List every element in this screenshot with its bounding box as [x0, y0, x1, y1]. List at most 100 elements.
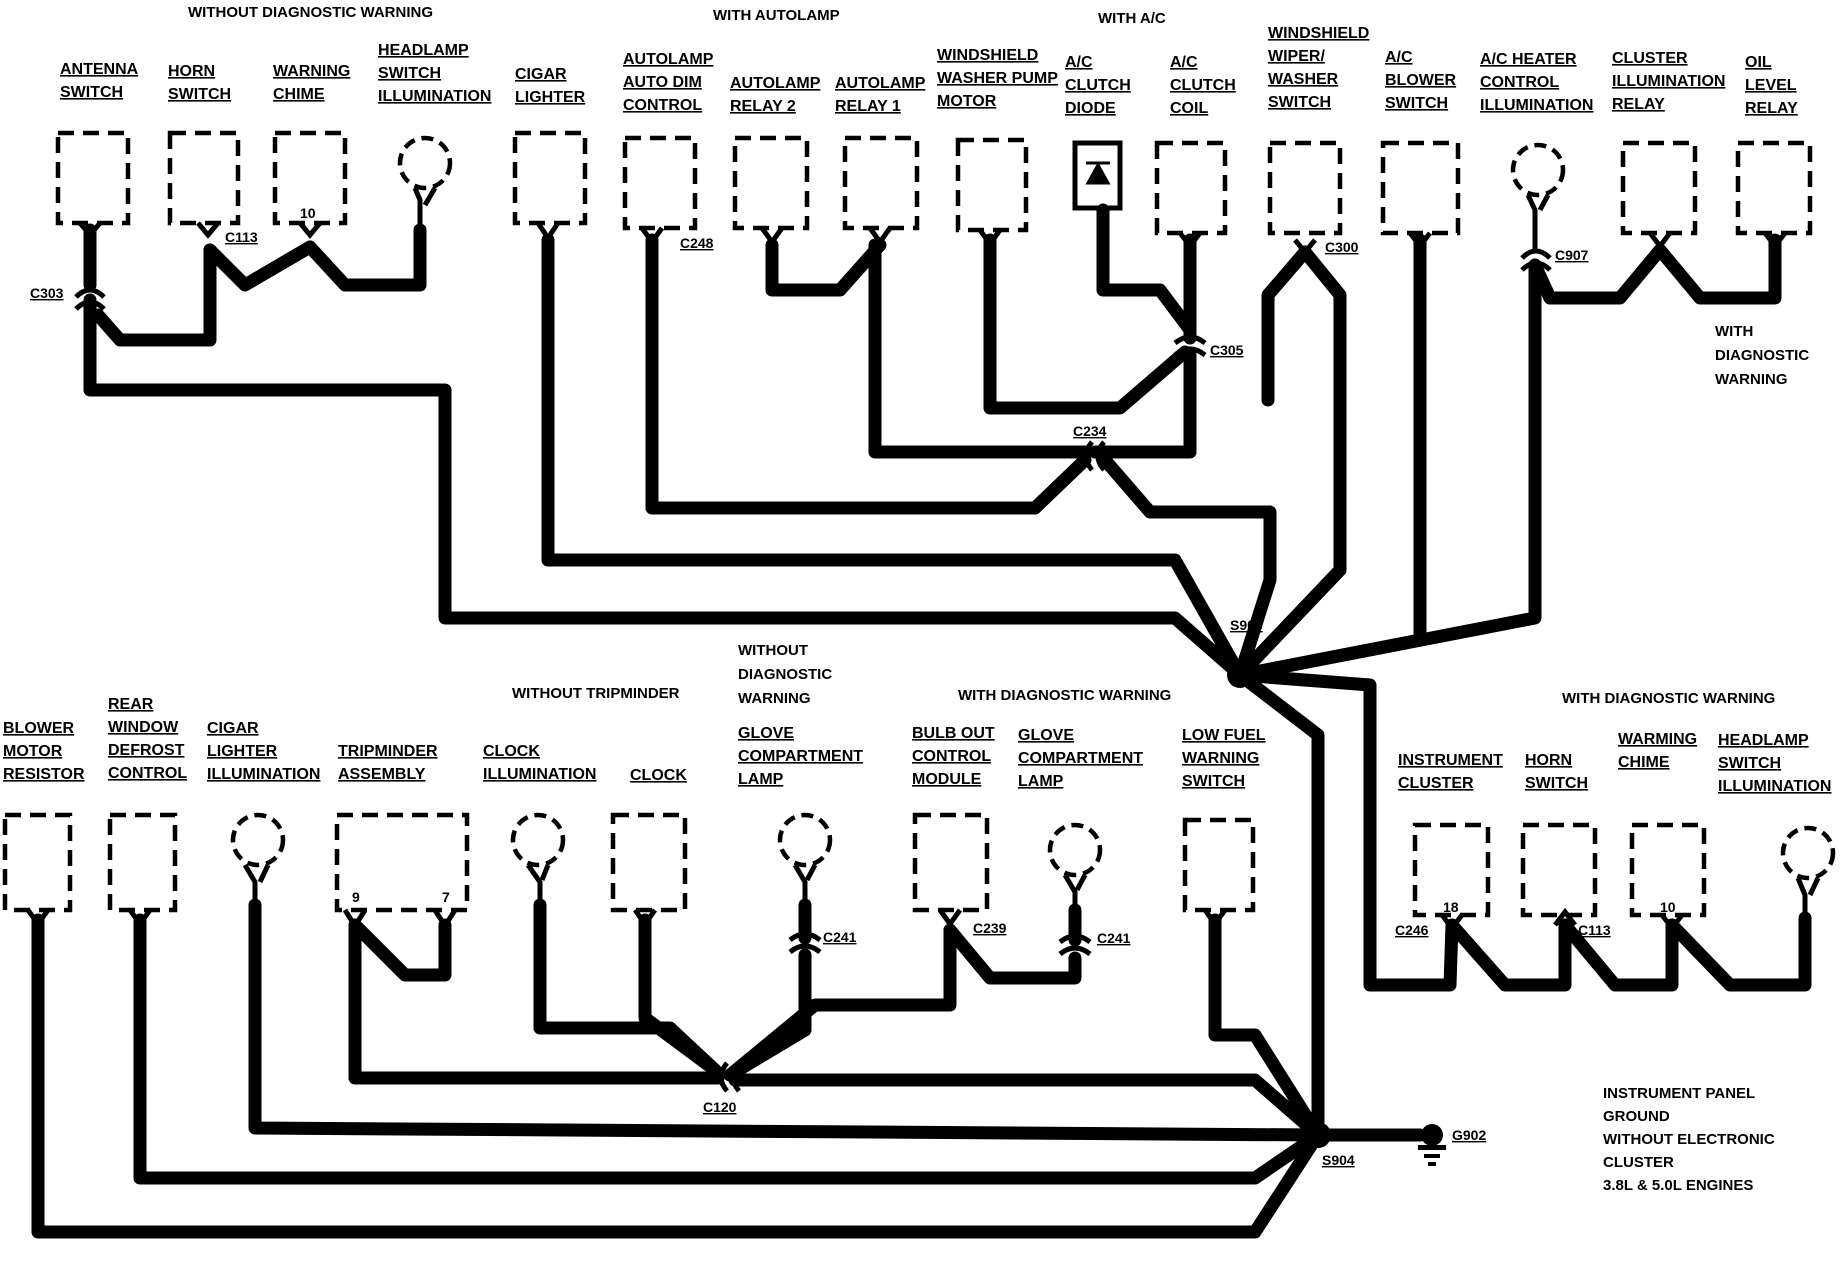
connector-labels: C303 C113 C248 C300 C907 C305 C234 S903 … — [30, 229, 1611, 1168]
wire-clock-c120 — [638, 913, 722, 1077]
clock-label-1: CLOCK — [630, 767, 687, 784]
s903-label: S903 — [1230, 617, 1263, 633]
blowerres-label-1: BLOWER — [3, 720, 75, 737]
wire-chime2-headlamp2 — [1665, 911, 1812, 992]
c239-label: C239 — [973, 920, 1007, 936]
wire-s903-s904 — [1233, 668, 1325, 1142]
warning-chime-box — [272, 130, 348, 226]
c234-label: C234 — [1073, 423, 1107, 439]
c907-label: C907 — [1555, 247, 1589, 263]
diagram-note: INSTRUMENT PANEL GROUND WITHOUT ELECTRON… — [1603, 1085, 1775, 1194]
group-without-diag-glove-2: DIAGNOSTIC — [738, 666, 832, 683]
c303-mark — [74, 287, 106, 311]
horn2-label-1: HORN — [1525, 752, 1572, 769]
rear-defrost-box — [107, 812, 178, 913]
wire-horn2-chime2 — [1558, 918, 1679, 992]
relay2-label-2: RELAY 2 — [730, 98, 796, 115]
note-line-4: CLUSTER — [1603, 1154, 1674, 1171]
wire-c120-s904 — [728, 1073, 1325, 1142]
oilrelay-label-1: OIL — [1745, 54, 1772, 71]
bulbout-label-1: BULB OUT — [912, 725, 995, 742]
note-line-3: WITHOUT ELECTRONIC — [1603, 1131, 1775, 1148]
cigarillum-label-2: LIGHTER — [207, 743, 278, 760]
blower-label-1: A/C — [1385, 49, 1413, 66]
acheater-label-1: A/C HEATER — [1480, 51, 1577, 68]
wire-blowerres-s904 — [31, 913, 1325, 1239]
defrost-label-1: REAR — [108, 696, 154, 713]
ac-heater-illumination-bulb — [1510, 142, 1566, 198]
ac-clutch-coil-box — [1154, 140, 1228, 236]
wire-c303-s903 — [83, 293, 1247, 682]
antenna-label-1: ANTENNA — [60, 61, 139, 78]
glove1-label-1: GLOVE — [738, 725, 794, 742]
chime-label-2: CHIME — [273, 86, 325, 103]
clusterrelay-label-2: ILLUMINATION — [1612, 73, 1725, 90]
c241a-mark — [788, 931, 822, 955]
wire-relay2-relay1 — [765, 238, 887, 297]
bulbout-label-2: CONTROL — [912, 748, 991, 765]
blowerres-label-3: RESISTOR — [3, 766, 85, 783]
lowfuel-label-3: SWITCH — [1182, 773, 1245, 790]
warming-chime-box — [1629, 822, 1707, 918]
headlamp-label-1: HEADLAMP — [378, 42, 469, 59]
c234-mark — [1083, 440, 1106, 472]
wiper-washer-switch-box — [1267, 140, 1343, 236]
clusterrelay-label-3: RELAY — [1612, 96, 1665, 113]
diode-label-1: A/C — [1065, 54, 1093, 71]
cluster-illumination-relay-box — [1620, 140, 1698, 236]
c303-label: C303 — [30, 285, 64, 301]
c120-label: C120 — [703, 1099, 737, 1115]
bottom-components — [2, 812, 1836, 933]
clockillum-label-2: ILLUMINATION — [483, 766, 596, 783]
note-line-5: 3.8L & 5.0L ENGINES — [1603, 1177, 1753, 1194]
clock-illumination-bulb — [510, 812, 566, 868]
cluster-label-1: INSTRUMENT — [1398, 752, 1503, 769]
c305-mark — [1173, 334, 1207, 358]
wire-cluster-horn2 — [1445, 918, 1572, 992]
cigar-lighter-illumination-bulb — [230, 812, 286, 868]
chime-pin: 10 — [300, 205, 316, 221]
wiper-label-4: SWITCH — [1268, 94, 1331, 111]
chime2-label-1: WARMING — [1618, 731, 1697, 748]
group-with-diag-mid: WITH DIAGNOSTIC WARNING — [958, 687, 1171, 704]
wiper-label-3: WASHER — [1268, 71, 1339, 88]
autodim-label-3: CONTROL — [623, 97, 702, 114]
coil-label-3: COIL — [1170, 100, 1208, 117]
wire-lowfuel-s904 — [1208, 913, 1325, 1142]
cigar-label-2: LIGHTER — [515, 89, 586, 106]
lowfuel-label-1: LOW FUEL — [1182, 727, 1266, 744]
wire-trip-c120 — [348, 918, 725, 1085]
horn-label-1: HORN — [168, 63, 215, 80]
glove-compartment-lamp1-bulb — [777, 812, 833, 868]
tripminder-label-2: ASSEMBLY — [338, 766, 426, 783]
wire-c305-c234 — [1088, 348, 1197, 459]
autolamp-relay2-box — [732, 135, 810, 231]
glove2-label-2: COMPARTMENT — [1018, 750, 1143, 767]
defrost-label-2: WINDOW — [108, 719, 179, 736]
oil-level-relay-box — [1735, 140, 1813, 236]
wire-defrost-s904 — [133, 913, 1325, 1185]
coil-label-1: A/C — [1170, 54, 1198, 71]
blower-motor-resistor-box — [2, 812, 73, 913]
wire-relay1-c234 — [868, 238, 1092, 459]
clockillum-label-1: CLOCK — [483, 743, 540, 760]
wire-headlamp-chime — [303, 223, 427, 292]
glove1-label-2: COMPARTMENT — [738, 748, 863, 765]
bulbout-label-3: MODULE — [912, 771, 982, 788]
chime2-label-2: CHIME — [1618, 754, 1670, 771]
group-without-diag-glove-1: WITHOUT — [738, 642, 808, 659]
c300-label: C300 — [1325, 239, 1359, 255]
diode-label-2: CLUTCH — [1065, 77, 1131, 94]
wire-chime-horn — [203, 240, 317, 292]
chime-label-1: WARNING — [273, 63, 350, 80]
c241a-label: C241 — [823, 929, 857, 945]
top-components — [55, 130, 1813, 256]
ground-g902 — [1418, 1124, 1446, 1166]
group-with-diag-right-top-2: DIAGNOSTIC — [1715, 347, 1809, 364]
headlamp-label-2: SWITCH — [378, 65, 441, 82]
relay2-label-1: AUTOLAMP — [730, 75, 821, 92]
wires — [31, 203, 1812, 1239]
acheater-label-2: CONTROL — [1480, 74, 1559, 91]
wire-cigarillum-s904 — [248, 898, 1325, 1142]
